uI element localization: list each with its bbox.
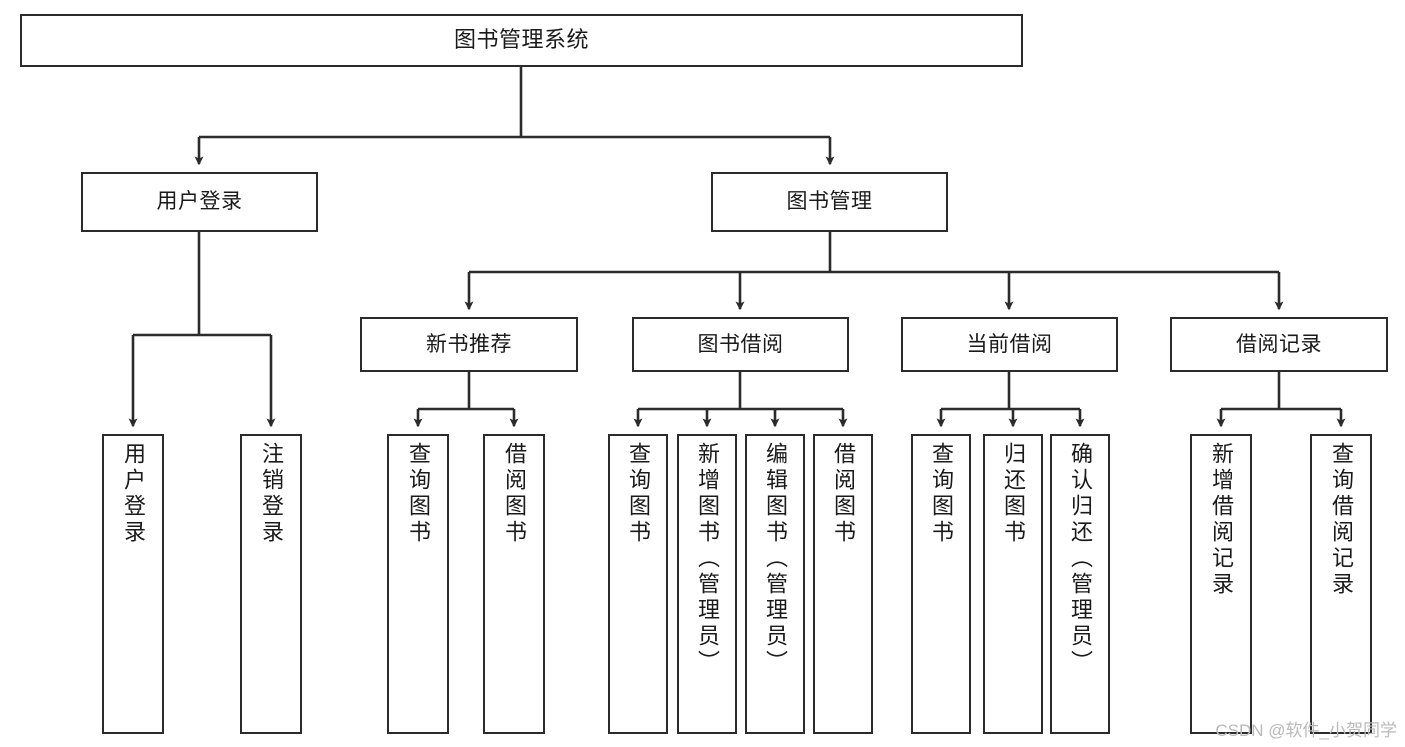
- node-root[interactable]: 图书管理系统: [20, 14, 1023, 67]
- node-leaf-borrow-book-2-label: 借阅图书: [831, 442, 856, 546]
- node-leaf-query-book-1-label: 查询图书: [406, 442, 431, 546]
- node-leaf-edit-book[interactable]: 编辑图书（管理员）: [745, 434, 805, 734]
- watermark: CSDN @软件_小贺同学: [1215, 721, 1397, 740]
- node-user-login[interactable]: 用户登录: [81, 172, 318, 232]
- node-leaf-logout[interactable]: 注销登录: [240, 434, 302, 734]
- node-leaf-query-book-3[interactable]: 查询图书: [911, 434, 971, 734]
- node-leaf-query-record[interactable]: 查询借阅记录: [1310, 434, 1372, 734]
- node-leaf-confirm-return-label: 确认归还（管理员）: [1068, 442, 1093, 676]
- node-leaf-borrow-book-1[interactable]: 借阅图书: [483, 434, 545, 734]
- node-book-borrow-label: 图书借阅: [697, 332, 784, 356]
- node-user-login-label: 用户登录: [156, 190, 243, 214]
- node-leaf-return-book-label: 归还图书: [1001, 442, 1026, 546]
- node-leaf-user-login[interactable]: 用户登录: [102, 434, 164, 734]
- node-book-manage-label: 图书管理: [786, 190, 873, 214]
- node-leaf-add-record-label: 新增借阅记录: [1209, 442, 1234, 598]
- node-leaf-query-book-1[interactable]: 查询图书: [387, 434, 449, 734]
- node-root-label: 图书管理系统: [453, 27, 589, 53]
- node-leaf-query-book-2[interactable]: 查询图书: [608, 434, 668, 734]
- node-leaf-borrow-book-1-label: 借阅图书: [502, 442, 527, 546]
- node-new-book-rec-label: 新书推荐: [426, 332, 512, 356]
- node-book-borrow[interactable]: 图书借阅: [632, 317, 849, 372]
- node-leaf-user-login-label: 用户登录: [121, 442, 146, 546]
- node-borrow-record-label: 借阅记录: [1236, 332, 1322, 356]
- node-leaf-add-record[interactable]: 新增借阅记录: [1190, 434, 1252, 734]
- node-leaf-edit-book-label: 编辑图书（管理员）: [763, 442, 788, 676]
- node-book-manage[interactable]: 图书管理: [711, 172, 948, 232]
- node-leaf-logout-label: 注销登录: [259, 442, 284, 546]
- node-borrow-record[interactable]: 借阅记录: [1170, 317, 1388, 372]
- node-leaf-borrow-book-2[interactable]: 借阅图书: [813, 434, 873, 734]
- node-leaf-return-book[interactable]: 归还图书: [983, 434, 1043, 734]
- node-new-book-rec[interactable]: 新书推荐: [360, 317, 578, 372]
- node-current-borrow[interactable]: 当前借阅: [901, 317, 1118, 372]
- node-leaf-add-book-label: 新增图书（管理员）: [695, 442, 720, 676]
- node-leaf-query-book-2-label: 查询图书: [626, 442, 651, 546]
- node-current-borrow-label: 当前借阅: [966, 332, 1053, 356]
- node-leaf-query-book-3-label: 查询图书: [929, 442, 954, 546]
- node-leaf-query-record-label: 查询借阅记录: [1329, 442, 1354, 598]
- node-leaf-confirm-return[interactable]: 确认归还（管理员）: [1050, 434, 1110, 734]
- node-leaf-add-book[interactable]: 新增图书（管理员）: [677, 434, 737, 734]
